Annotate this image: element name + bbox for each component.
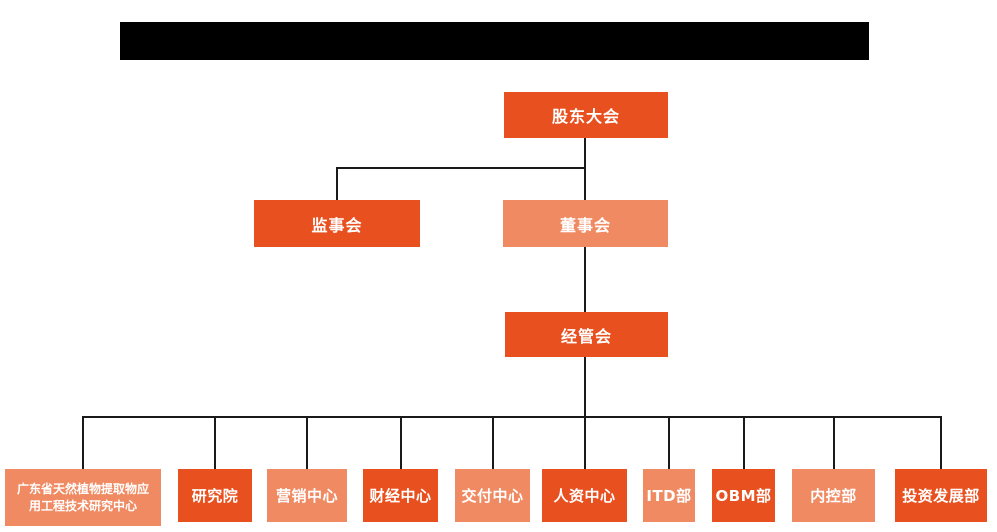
connector-line	[833, 416, 835, 469]
connector-line	[400, 416, 402, 469]
connector-line	[214, 416, 216, 469]
org-node-marketing-center: 营销中心	[267, 469, 347, 522]
connector-line	[492, 416, 494, 469]
connector-line	[584, 416, 586, 469]
org-node-shareholders-meeting: 股东大会	[504, 92, 668, 138]
connector-line	[306, 416, 308, 469]
connector-line	[336, 167, 586, 169]
org-node-supervisory-board: 监事会	[254, 200, 420, 247]
org-node-hr-center: 人资中心	[542, 469, 627, 522]
connector-line	[940, 416, 942, 469]
connector-line	[668, 416, 670, 469]
org-node-management-committee: 经管会	[505, 312, 668, 357]
org-node-investment-development-dept: 投资发展部	[895, 469, 987, 522]
org-node-obm-dept: OBM部	[712, 469, 775, 522]
title-redacted-bar	[120, 22, 869, 60]
org-node-research-institute: 研究院	[178, 469, 252, 522]
org-node-board-of-directors: 董事会	[503, 200, 668, 247]
connector-line	[743, 416, 745, 469]
org-node-itd-dept: ITD部	[643, 469, 695, 522]
org-node-finance-center: 财经中心	[363, 469, 438, 522]
connector-line	[82, 416, 84, 469]
connector-line	[584, 357, 586, 417]
connector-line	[584, 138, 586, 200]
connector-line	[584, 247, 586, 312]
connector-line	[336, 167, 338, 200]
connector-line	[82, 416, 942, 418]
org-node-gd-plant-extract-research-center: 广东省天然植物提取物应 用工程技术研究中心	[5, 469, 161, 526]
org-node-internal-control-dept: 内控部	[792, 469, 875, 522]
org-node-delivery-center: 交付中心	[455, 469, 530, 522]
